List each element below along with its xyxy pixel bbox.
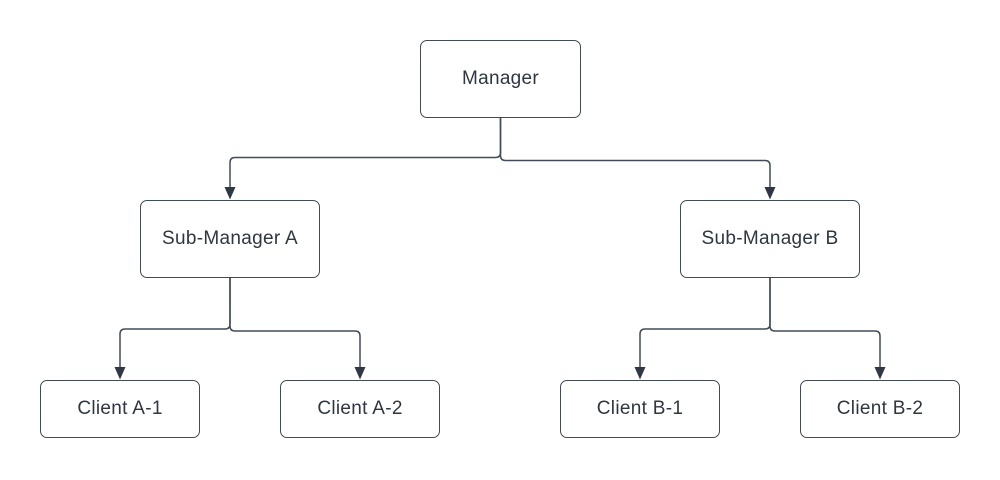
edge-line <box>639 278 771 367</box>
node-client-b2-label: Client B-2 <box>836 398 924 419</box>
arrowhead <box>224 187 236 200</box>
edge-sub-manager-b-to-client-b2[interactable] <box>769 278 886 380</box>
edge-manager-to-sub-manager-b[interactable] <box>499 118 776 200</box>
edge-line <box>499 118 771 187</box>
node-client-a1-label: Client A-1 <box>77 398 163 419</box>
node-client-a2[interactable]: Client A-2 <box>280 380 440 438</box>
edge-sub-manager-a-to-client-a2[interactable] <box>229 278 366 380</box>
arrowhead <box>764 187 776 200</box>
node-client-a1[interactable]: Client A-1 <box>40 380 200 438</box>
arrowhead <box>874 367 886 380</box>
node-client-b1[interactable]: Client B-1 <box>560 380 720 438</box>
node-manager[interactable]: Manager <box>420 40 581 118</box>
node-sub-manager-a[interactable]: Sub-Manager A <box>140 200 320 278</box>
node-sub-manager-a-label: Sub-Manager A <box>162 228 298 249</box>
arrowhead <box>634 367 646 380</box>
edge-line <box>119 278 231 367</box>
arrowhead <box>114 367 126 380</box>
arrowhead <box>354 367 366 380</box>
edge-line <box>229 118 502 187</box>
node-manager-label: Manager <box>461 68 540 89</box>
edge-manager-to-sub-manager-a[interactable] <box>224 118 502 200</box>
node-client-b2[interactable]: Client B-2 <box>800 380 960 438</box>
node-client-a2-label: Client A-2 <box>317 398 403 419</box>
node-client-b1-label: Client B-1 <box>596 398 684 419</box>
edge-sub-manager-a-to-client-a1[interactable] <box>114 278 231 380</box>
edge-line <box>229 278 361 367</box>
edge-sub-manager-b-to-client-b1[interactable] <box>634 278 771 380</box>
node-sub-manager-b-label: Sub-Manager B <box>701 228 839 249</box>
edge-line <box>769 278 881 367</box>
node-sub-manager-b[interactable]: Sub-Manager B <box>680 200 860 278</box>
